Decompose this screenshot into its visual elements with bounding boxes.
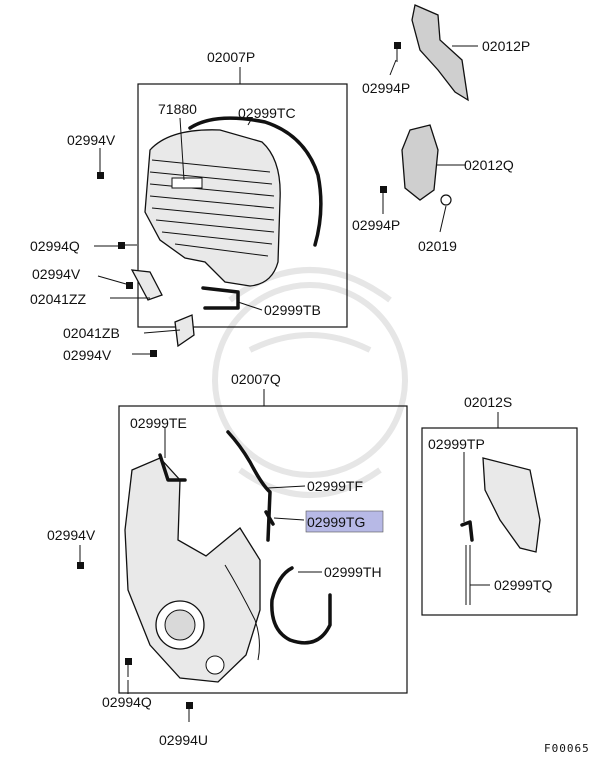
- grommet-02019[interactable]: [440, 194, 452, 206]
- label-plate[interactable]: [171, 177, 203, 189]
- label-02999TH[interactable]: 02999TH: [324, 564, 382, 580]
- label-02999TP[interactable]: 02999TP: [428, 436, 485, 452]
- label-02994Q-bottom[interactable]: 02994Q: [102, 694, 152, 710]
- label-02999TG[interactable]: 02999TG: [307, 514, 365, 530]
- label-02012Q[interactable]: 02012Q: [464, 157, 514, 173]
- bolt-icon[interactable]: [118, 242, 137, 249]
- label-02007P[interactable]: 02007P: [207, 49, 255, 65]
- upper-cover-gasket-02999TC[interactable]: [188, 116, 323, 247]
- bolt-icon[interactable]: [150, 350, 157, 357]
- label-02999TF[interactable]: 02999TF: [307, 478, 363, 494]
- upper-timing-cover[interactable]: [144, 129, 281, 287]
- seal-02999TB[interactable]: [201, 286, 240, 310]
- label-02994V-mid[interactable]: 02994V: [32, 266, 81, 282]
- bolt-icon[interactable]: [125, 658, 132, 677]
- label-02012P[interactable]: 02012P: [482, 38, 530, 54]
- label-02999TQ[interactable]: 02999TQ: [494, 577, 552, 593]
- bolt-icon[interactable]: [126, 282, 133, 289]
- figure-code: F00065: [544, 742, 590, 755]
- part-labels: 02007P 02012P 71880 02999TC 02994P 02994…: [30, 38, 590, 755]
- label-02041ZB[interactable]: 02041ZB: [63, 325, 120, 341]
- label-02999TE[interactable]: 02999TE: [130, 415, 187, 431]
- rear-cover-02012P[interactable]: [411, 4, 469, 102]
- leader-lines: [79, 45, 490, 694]
- seal-02999TG[interactable]: [264, 510, 275, 526]
- selected-part-highlight: [305, 510, 384, 533]
- label-71880[interactable]: 71880: [158, 101, 197, 117]
- label-02994V-bottom[interactable]: 02994V: [47, 527, 96, 543]
- bolt-icons: [77, 42, 401, 722]
- gasket-02999TQ[interactable]: [465, 545, 471, 605]
- label-02994V-top[interactable]: 02994V: [67, 132, 116, 148]
- label-02994U[interactable]: 02994U: [159, 732, 208, 748]
- label-02994P-mid[interactable]: 02994P: [352, 217, 400, 233]
- label-02007Q[interactable]: 02007Q: [231, 371, 281, 387]
- label-02041ZZ[interactable]: 02041ZZ: [30, 291, 86, 307]
- label-02999TB[interactable]: 02999TB: [264, 302, 321, 318]
- bolt-icon[interactable]: [77, 562, 84, 569]
- upper-cover-group-box: [137, 83, 348, 328]
- watermark-crest: [212, 267, 408, 498]
- bracket-02041ZZ[interactable]: [130, 269, 163, 301]
- lower-timing-cover[interactable]: [124, 457, 261, 683]
- label-02994Q-top[interactable]: 02994Q: [30, 238, 80, 254]
- bolt-icon[interactable]: [394, 42, 401, 62]
- gasket-02999TF[interactable]: [226, 430, 272, 542]
- bolt-icon[interactable]: [186, 702, 193, 722]
- label-02994P-top[interactable]: 02994P: [362, 80, 410, 96]
- rear-cover-group-box: [421, 427, 578, 616]
- lower-cover-group-box: [118, 405, 408, 694]
- bolt-icon[interactable]: [97, 160, 104, 179]
- gasket-02999TP[interactable]: [460, 520, 474, 542]
- bracket-02041ZB[interactable]: [174, 314, 195, 348]
- gasket-02999TE[interactable]: [158, 453, 187, 482]
- label-02994V-low[interactable]: 02994V: [63, 347, 112, 363]
- rear-cover-02012Q[interactable]: [401, 124, 439, 201]
- label-02999TC[interactable]: 02999TC: [238, 105, 296, 121]
- gasket-02999TH[interactable]: [270, 566, 332, 645]
- rear-cover-02012S[interactable]: [482, 457, 541, 553]
- label-02012S[interactable]: 02012S: [464, 394, 512, 410]
- label-02019[interactable]: 02019: [418, 238, 457, 254]
